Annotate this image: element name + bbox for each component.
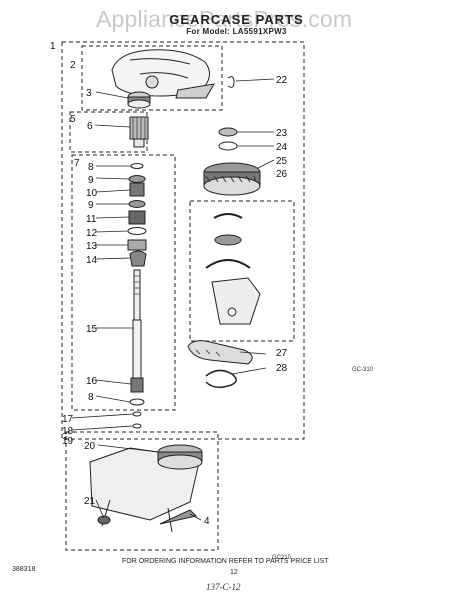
callout-1: 1 — [50, 41, 56, 52]
callout-labels: 1 2 3 5 6 7 8 9 10 9 11 12 13 14 15 16 8… — [50, 41, 288, 527]
callout-7: 7 — [74, 158, 80, 169]
callout-26: 26 — [276, 169, 288, 180]
callout-19: 19 — [62, 436, 74, 447]
kit-box-19 — [65, 431, 219, 551]
callout-27: 27 — [276, 348, 288, 359]
callout-14: 14 — [86, 255, 98, 266]
callout-5: 5 — [70, 114, 76, 125]
box-code-label: GC210 — [272, 555, 292, 561]
kit-box-5 — [69, 111, 148, 153]
callout-9b: 9 — [88, 200, 94, 211]
callout-17: 17 — [62, 414, 74, 425]
shift-parts-26 — [205, 213, 261, 325]
plug-22 — [227, 76, 235, 88]
ordering-note: FOR ORDERING INFORMATION REFER TO PARTS … — [122, 558, 329, 565]
callout-18: 18 — [62, 426, 74, 437]
callout-24: 24 — [276, 142, 288, 153]
handwritten-note: 137-C-12 — [206, 582, 241, 592]
callout-21: 21 — [84, 496, 96, 507]
bearing-3 — [127, 91, 151, 109]
callout-20: 20 — [84, 441, 96, 452]
callout-8b: 8 — [88, 392, 94, 403]
kit-box-1 — [61, 41, 305, 440]
callout-15: 15 — [86, 324, 98, 335]
callout-10: 10 — [86, 188, 98, 199]
callout-16: 16 — [86, 376, 98, 387]
watermark: AppliancePartsPros.com — [96, 6, 353, 32]
callout-4: 4 — [204, 516, 210, 527]
callout-25: 25 — [276, 156, 288, 167]
diagram-title: GEARCASE PARTS — [169, 12, 304, 27]
shaft-15 — [129, 269, 145, 429]
callout-2: 2 — [70, 60, 76, 71]
part-number: 388318 — [12, 566, 36, 573]
kit-box-26 — [189, 200, 295, 342]
gearcase-cover — [111, 49, 215, 99]
callout-3: 3 — [86, 88, 92, 99]
kit-box-7 — [71, 154, 176, 411]
diagram-subtitle: For Model: LA5591XPW3 — [186, 27, 287, 36]
gearcase-19 — [89, 444, 203, 533]
gear-stack-23-25 — [203, 127, 261, 196]
leader-lines — [71, 78, 275, 521]
page-number: 12 — [230, 569, 238, 576]
callout-8a: 8 — [88, 162, 94, 173]
callout-22: 22 — [276, 75, 288, 86]
callout-9a: 9 — [88, 175, 94, 186]
lever-and-spring — [187, 340, 253, 389]
callout-12: 12 — [86, 228, 98, 239]
callout-11: 11 — [86, 214, 97, 225]
shaft-parts-stack — [127, 163, 147, 267]
callout-23: 23 — [276, 128, 288, 139]
callout-6: 6 — [87, 121, 93, 132]
pinion-6 — [129, 116, 149, 148]
kit-box-2 — [81, 45, 223, 111]
callout-28: 28 — [276, 363, 288, 374]
side-code-label: GC-310 — [352, 367, 374, 373]
callout-13: 13 — [86, 241, 98, 252]
